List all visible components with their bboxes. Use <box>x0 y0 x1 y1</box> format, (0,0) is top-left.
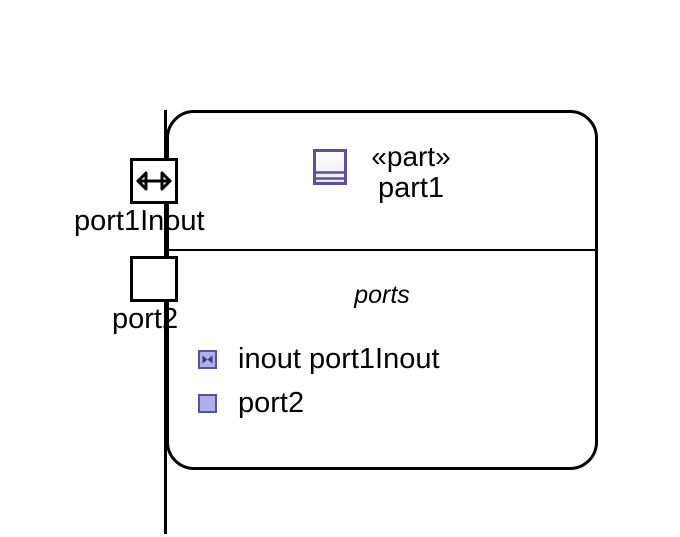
port-list-label: port2 <box>238 387 305 419</box>
boundary-port-port2[interactable] <box>130 256 178 302</box>
part-header-compartment: «part» part1 <box>169 113 595 250</box>
compartment-divider <box>166 249 598 251</box>
boundary-port-port1-label: port1Inout <box>74 205 205 237</box>
part-block[interactable]: «part» part1 <box>166 110 598 470</box>
part-block-icon <box>313 149 348 185</box>
ports-compartment-label: ports <box>354 281 410 309</box>
port-list-label: inout port1Inout <box>238 343 440 375</box>
list-item[interactable]: port2 <box>198 387 440 420</box>
boundary-port-port1[interactable] <box>130 158 178 204</box>
boundary-port-port2-label: port2 <box>112 303 179 335</box>
ports-compartment: ports inout port1Inout <box>166 251 598 470</box>
proxy-port-inout-icon <box>198 350 217 369</box>
inout-arrow-icon <box>133 161 175 201</box>
ports-list: inout port1Inout port2 <box>198 343 440 420</box>
list-item[interactable]: inout port1Inout <box>198 343 440 376</box>
part-stereotype: «part» <box>371 141 451 172</box>
part-name: part1 <box>377 172 445 205</box>
boundary-connector-line <box>164 110 167 534</box>
full-port-icon <box>198 394 217 413</box>
